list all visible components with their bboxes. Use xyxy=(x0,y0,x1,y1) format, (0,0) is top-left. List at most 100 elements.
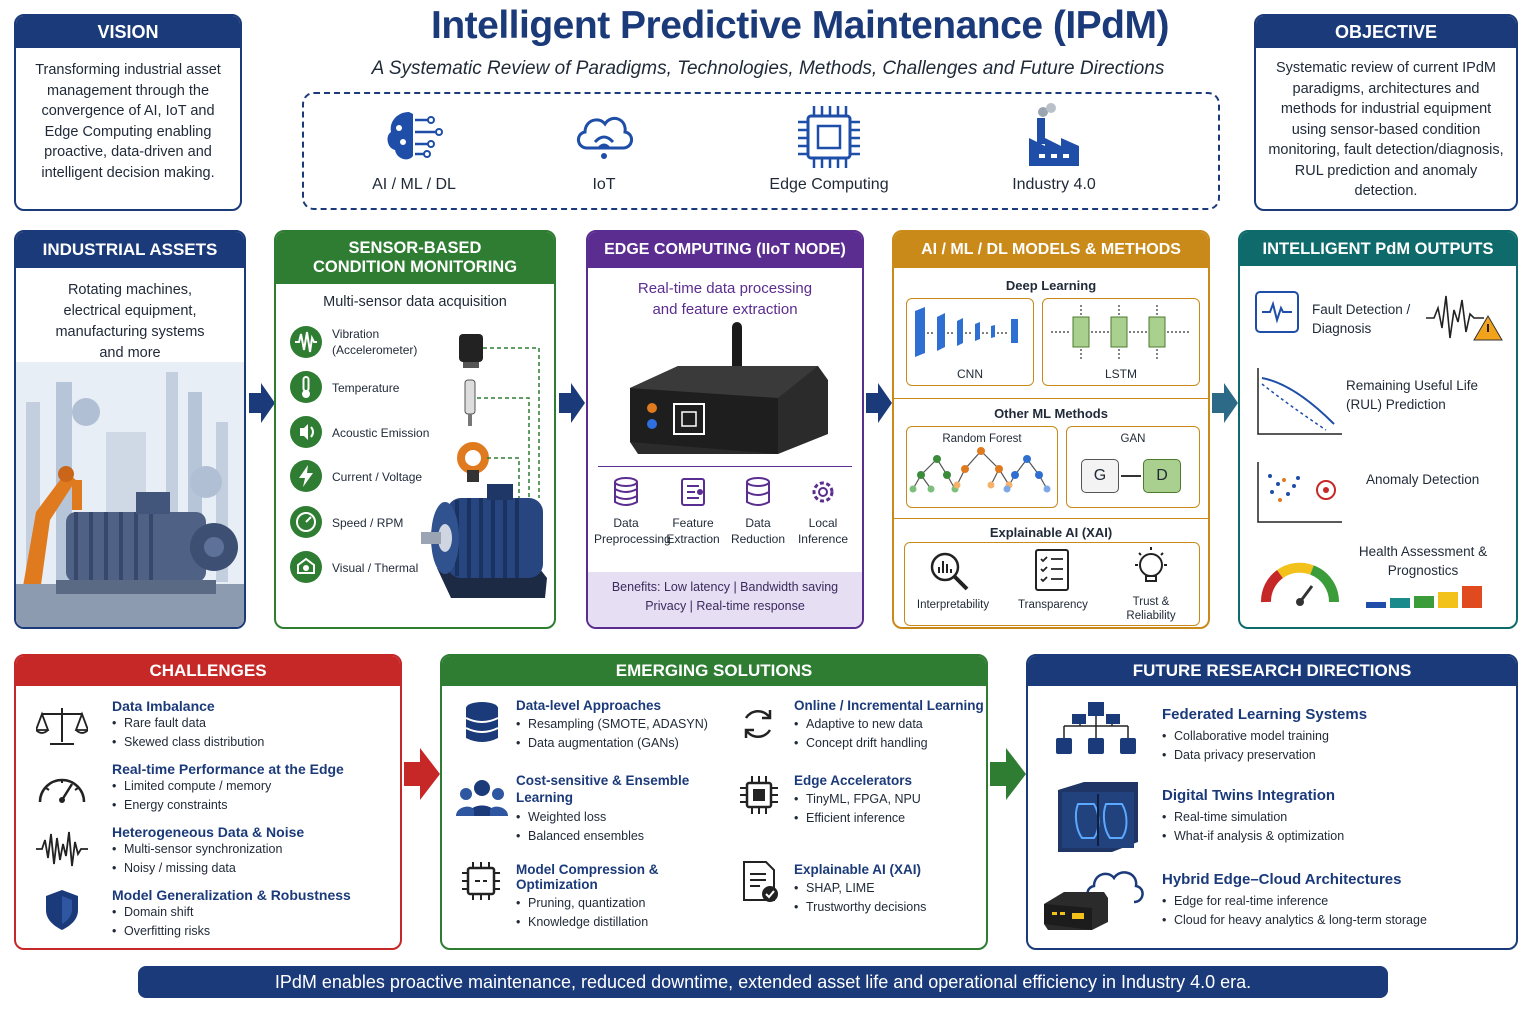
lstm-panel: LSTM xyxy=(1042,298,1200,386)
motor-illustration xyxy=(421,328,551,618)
challenge-title: Heterogeneous Data & Noise xyxy=(112,824,305,840)
checklist-icon xyxy=(1033,547,1071,593)
output-label: Remaining Useful Life (RUL) Prediction xyxy=(1346,378,1479,412)
xai-title: Explainable AI (XAI) xyxy=(989,525,1113,540)
output-label: Anomaly Detection xyxy=(1366,472,1480,487)
sensor-label: Speed / RPM xyxy=(332,516,404,530)
page-title: Intelligent Predictive Maintenance (IPdM… xyxy=(431,4,1169,47)
flow-arrow xyxy=(404,746,440,802)
assets-title: INDUSTRIAL ASSETS xyxy=(16,232,244,268)
outputs-card: INTELLIGENT PdM OUTPUTS Fault Detection … xyxy=(1238,230,1518,629)
flow-arrow xyxy=(866,381,892,425)
feature-extraction-icon xyxy=(678,476,708,508)
edge-subtitle: Real-time data processing and feature ex… xyxy=(637,280,813,318)
future-title-item: Digital Twins Integration xyxy=(1162,787,1336,804)
objective-title: OBJECTIVE xyxy=(1256,16,1516,48)
health-bars-icon xyxy=(1366,584,1490,610)
solution-title: Cost-sensitive & Ensemble Learning xyxy=(516,773,690,805)
edge-benefits: Benefits: Low latency | Bandwidth saving… xyxy=(588,572,862,627)
lstm-label: LSTM xyxy=(1104,367,1137,381)
edge-step: Data Reduction xyxy=(726,476,790,546)
challenge-bullet: Rare fault data xyxy=(112,714,392,733)
pillar-label: IoT xyxy=(592,176,616,193)
challenge-item: Heterogeneous Data & Noise Multi-sensor … xyxy=(112,824,392,878)
future-item: Hybrid Edge–Cloud Architectures Edge for… xyxy=(1162,871,1512,930)
challenge-bullet: Energy constraints xyxy=(112,796,392,815)
pillar-label: Industry 4.0 xyxy=(1012,176,1096,193)
challenge-bullet: Skewed class distribution xyxy=(112,733,392,752)
acoustic-icon xyxy=(288,414,324,450)
models-divider xyxy=(894,398,1208,399)
solution-bullet: Trustworthy decisions xyxy=(794,898,984,917)
solution-item: Data-level Approaches Resampling (SMOTE,… xyxy=(516,698,726,753)
outputs-title: INTELLIGENT PdM OUTPUTS xyxy=(1240,232,1516,266)
challenge-bullet: Domain shift xyxy=(112,903,392,922)
future-item: Federated Learning Systems Collaborative… xyxy=(1162,706,1502,765)
models-card: AI / ML / DL MODELS & METHODS Deep Learn… xyxy=(892,230,1210,629)
edge-step-label: Reduction xyxy=(730,532,786,546)
pillar-ai: AI / ML / DL xyxy=(344,102,484,194)
gan-arrow xyxy=(1121,475,1141,477)
solution-item: Edge Accelerators TinyML, FPGA, NPU Effi… xyxy=(794,773,984,828)
sensing-subtitle: Multi-sensor data acquisition xyxy=(323,294,507,310)
sensing-card: SENSOR-BASED CONDITION MONITORING Multi-… xyxy=(274,230,556,629)
gauge-icon xyxy=(36,766,88,808)
magnifier-chart-icon xyxy=(927,549,971,593)
solution-bullet: SHAP, LIME xyxy=(794,879,984,898)
xai-label: Transparency xyxy=(1018,599,1088,611)
solution-item: Cost-sensitive & Ensemble Learning Weigh… xyxy=(516,772,706,846)
solution-item: Model Compression & Optimization Pruning… xyxy=(516,862,726,932)
monitor-pulse-icon xyxy=(1254,290,1300,336)
factory-icon xyxy=(1019,102,1089,172)
solution-bullet: Knowledge distillation xyxy=(516,913,726,932)
edge-card: EDGE COMPUTING (IIoT NODE) Real-time dat… xyxy=(586,230,864,629)
pillar-label: AI / ML / DL xyxy=(372,176,456,193)
vision-title: VISION xyxy=(16,16,240,48)
edge-step-label: Data xyxy=(745,516,771,530)
objective-card: OBJECTIVE Systematic review of current I… xyxy=(1254,14,1518,211)
solution-bullet: Weighted loss xyxy=(516,808,706,827)
solutions-title: EMERGING SOLUTIONS xyxy=(442,656,986,686)
assets-text: Rotating machines, electrical equipment,… xyxy=(55,282,205,361)
edge-step-label: Feature xyxy=(672,516,714,530)
speedometer-icon xyxy=(288,504,324,540)
page-subtitle: A Systematic Review of Paradigms, Techno… xyxy=(371,58,1165,79)
flow-arrow xyxy=(249,381,275,425)
edge-divider xyxy=(598,466,852,467)
flow-arrow xyxy=(559,381,585,425)
solution-bullet: Concept drift handling xyxy=(794,734,984,753)
fault-signal-icon xyxy=(1426,288,1506,344)
challenges-title: CHALLENGES xyxy=(16,656,400,686)
gan-label: GAN xyxy=(1120,433,1146,445)
users-icon xyxy=(456,776,508,820)
assets-card: INDUSTRIAL ASSETS Rotating machines, ele… xyxy=(14,230,246,629)
processor-icon xyxy=(460,860,502,902)
rf-label: Random Forest xyxy=(942,433,1022,445)
solution-bullet: Pruning, quantization xyxy=(516,894,726,913)
cnn-panel: CNN xyxy=(906,298,1034,386)
challenge-bullet: Limited compute / memory xyxy=(112,777,392,796)
future-bullet: Cloud for heavy analytics & long-term st… xyxy=(1162,911,1512,930)
shield-icon xyxy=(42,888,82,932)
xai-label: Trust & Reliability xyxy=(1126,596,1176,622)
future-bullet: Edge for real-time inference xyxy=(1162,892,1512,911)
edge-step-label: Local xyxy=(808,516,838,530)
solution-bullet: Adaptive to new data xyxy=(794,715,984,734)
digital-twin-icon xyxy=(1054,780,1142,854)
solution-title: Model Compression & Optimization xyxy=(516,862,659,892)
dl-title: Deep Learning xyxy=(1005,278,1097,293)
edge-step-label: Preprocessing xyxy=(594,532,671,546)
challenge-title: Real-time Performance at the Edge xyxy=(112,761,344,777)
models-divider xyxy=(894,518,1208,519)
future-bullet: Real-time simulation xyxy=(1162,808,1502,827)
challenge-item: Data Imbalance Rare fault data Skewed cl… xyxy=(112,698,392,752)
pillar-edge: Edge Computing xyxy=(744,102,914,194)
solution-title: Edge Accelerators xyxy=(794,773,913,788)
output-label: Fault Detection / Diagnosis xyxy=(1312,302,1411,336)
challenge-bullet: Overfitting risks xyxy=(112,922,392,941)
rul-curve-icon xyxy=(1254,366,1344,438)
edge-cloud-icon xyxy=(1042,868,1148,934)
solution-bullet: Resampling (SMOTE, ADASYN) xyxy=(516,715,726,734)
sensor-label: Acoustic Emission xyxy=(332,426,430,440)
checklist-icon xyxy=(740,858,782,904)
